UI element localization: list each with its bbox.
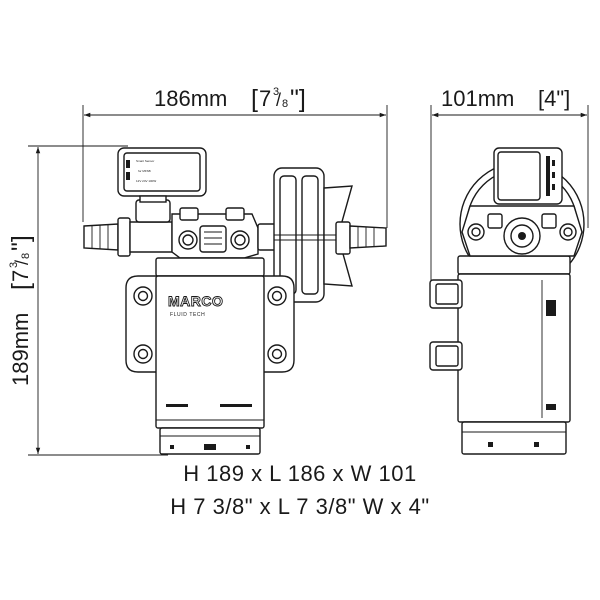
pump-head — [171, 207, 259, 259]
height-metric-label: 189mm — [8, 313, 33, 386]
valve-neck — [135, 199, 171, 223]
inlet-valve-body — [129, 221, 173, 253]
depth-metric-label: 101mm — [441, 86, 514, 111]
width-fraction-denominator: 8 — [282, 98, 288, 110]
brand-logo: MARCO — [168, 293, 223, 309]
pump-front-view: Smart Sensor for MFSB 12V 24V 100W — [83, 147, 387, 455]
side-motor-body — [457, 255, 571, 455]
height-dimension: 189mm [ 7 3 / 8 "] — [7, 145, 168, 456]
height-fraction-numerator: 3 — [8, 262, 20, 268]
svg-text:12V 24V 100W: 12V 24V 100W — [136, 179, 156, 183]
height-label-group: 189mm [ 7 3 / 8 "] — [7, 235, 35, 386]
width-dimension: 186mm [ 7 3 / 8 "] — [82, 85, 388, 228]
side-mounting-feet — [429, 279, 463, 371]
width-bracket-open: [ — [251, 85, 258, 113]
height-bracket-close: "] — [7, 235, 35, 251]
height-imperial-whole: 7 — [8, 270, 33, 282]
right-hose-barb — [335, 221, 387, 255]
motor-body: MARCO FLUID TECH — [155, 257, 265, 455]
height-fraction-slash: / — [12, 260, 32, 265]
height-bracket-open: [ — [7, 283, 35, 290]
width-fraction-slash: / — [276, 90, 281, 110]
side-pump-head — [461, 205, 583, 257]
depth-dimension: 101mm [4"] — [430, 86, 589, 288]
brand-subtitle: FLUID TECH — [170, 312, 205, 318]
spec-line-metric: H 189 x L 186 x W 101 — [183, 461, 417, 486]
width-metric-label: 186mm — [154, 86, 227, 111]
left-hose-barb — [83, 217, 131, 257]
mounting-bracket — [125, 275, 295, 373]
pump-side-view — [429, 147, 585, 455]
width-imperial-whole: 7 — [259, 86, 271, 111]
pressure-switch: Smart Sensor for MFSB 12V 24V 100W — [117, 147, 207, 203]
svg-text:Smart Sensor: Smart Sensor — [136, 159, 154, 163]
width-bracket-close: "] — [290, 85, 306, 113]
filter-housing — [273, 167, 353, 303]
svg-text:for MFSB: for MFSB — [138, 169, 151, 173]
height-fraction-denominator: 8 — [20, 253, 32, 259]
side-pressure-switch — [493, 147, 563, 205]
width-fraction-numerator: 3 — [273, 86, 279, 98]
spec-line-imperial: H 7 3/8" x L 7 3/8" W x 4" — [170, 494, 430, 519]
depth-imperial-label: [4"] — [538, 86, 570, 111]
